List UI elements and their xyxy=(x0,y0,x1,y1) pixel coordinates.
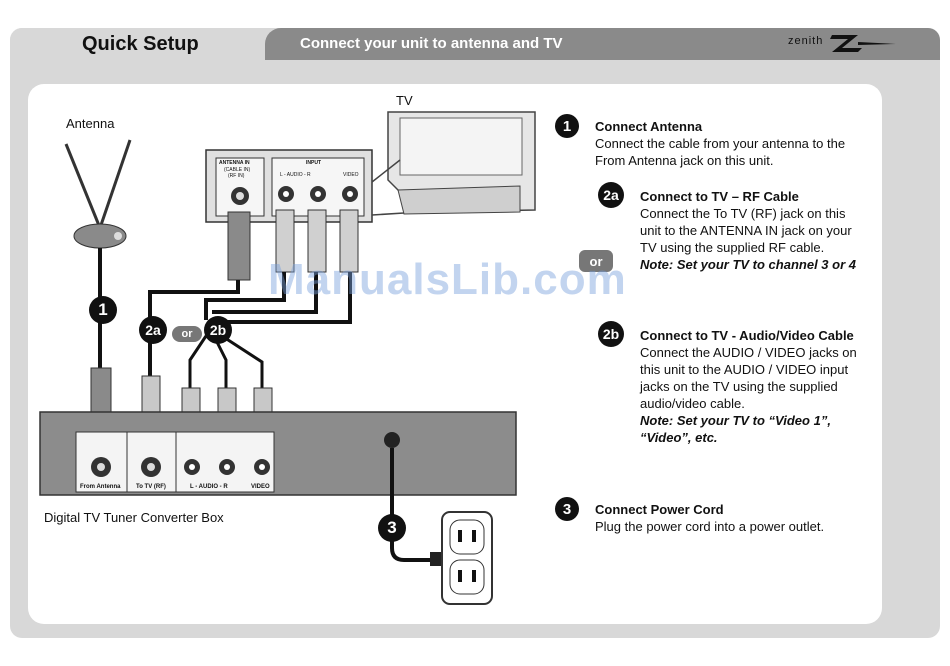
step-2b-title: Connect to TV - Audio/Video Cable xyxy=(640,328,854,343)
antenna-illustration xyxy=(64,139,132,249)
tv-cable-in-label: (CABLE IN) xyxy=(224,167,251,173)
step-3-text: Plug the power cord into a power outlet. xyxy=(595,519,825,534)
box-video-jack-label: VIDEO xyxy=(251,484,270,490)
to-tv-rf-jack-label: To TV (RF) xyxy=(136,484,166,490)
box-audio-jack-label: L - AUDIO - R xyxy=(190,484,228,490)
or-badge: or xyxy=(579,250,613,272)
brand-name: zenith xyxy=(788,35,824,47)
step-1: Connect Antenna Connect the cable from y… xyxy=(595,118,865,169)
step-1-text: Connect the cable from your antenna to t… xyxy=(595,136,846,168)
step-3-title: Connect Power Cord xyxy=(595,502,724,517)
from-antenna-jack-label: From Antenna xyxy=(80,484,121,490)
step-2a: Connect to TV – RF Cable Connect the To … xyxy=(640,188,866,273)
header-tab xyxy=(10,28,285,62)
tv-input-label: INPUT xyxy=(306,160,321,166)
page-subtitle: Connect your unit to antenna and TV xyxy=(300,35,563,52)
step-2a-note: Note: Set your TV to channel 3 or 4 xyxy=(640,257,856,272)
step-2a-title: Connect to TV – RF Cable xyxy=(640,189,799,204)
tv-rf-in-label: (RF IN) xyxy=(228,173,245,179)
watermark: ManualsLib.com xyxy=(268,255,627,304)
header-bar xyxy=(265,28,940,60)
tv-audio-label: L - AUDIO - R xyxy=(280,172,311,178)
converter-box xyxy=(39,411,517,496)
step-2a-text: Connect the To TV (RF) jack on this unit… xyxy=(640,206,852,255)
brand-logo: zenith xyxy=(788,30,898,56)
tv-illustration xyxy=(387,111,536,215)
tv-label: TV xyxy=(396,93,413,108)
diagram-step-2b-badge: 2b xyxy=(204,316,232,344)
converter-box-label: Digital TV Tuner Converter Box xyxy=(44,510,224,525)
page-title: Quick Setup xyxy=(82,33,199,55)
diagram-or-badge: or xyxy=(172,326,202,342)
power-outlet xyxy=(441,511,493,605)
diagram-step-3-badge: 3 xyxy=(378,514,406,542)
cable-connectors-top xyxy=(227,209,359,281)
step-2a-badge: 2a xyxy=(598,182,624,208)
tv-video-label: VIDEO xyxy=(343,172,359,178)
step-2b-text: Connect the AUDIO / VIDEO jacks on this … xyxy=(640,345,857,411)
antenna-label: Antenna xyxy=(66,116,115,131)
step-2b: Connect to TV - Audio/Video Cable Connec… xyxy=(640,327,862,446)
step-3-badge: 3 xyxy=(555,497,579,521)
step-1-badge: 1 xyxy=(555,114,579,138)
diagram-step-1-badge: 1 xyxy=(89,296,117,324)
step-2b-note: Note: Set your TV to “Video 1”, “Video”,… xyxy=(640,413,831,445)
step-1-title: Connect Antenna xyxy=(595,119,703,134)
zenith-z-icon xyxy=(830,35,896,52)
step-3: Connect Power Cord Plug the power cord i… xyxy=(595,501,865,535)
diagram-step-2a-badge: 2a xyxy=(139,316,167,344)
tv-antenna-in-label: ANTENNA IN xyxy=(219,160,250,166)
step-2b-badge: 2b xyxy=(598,321,624,347)
